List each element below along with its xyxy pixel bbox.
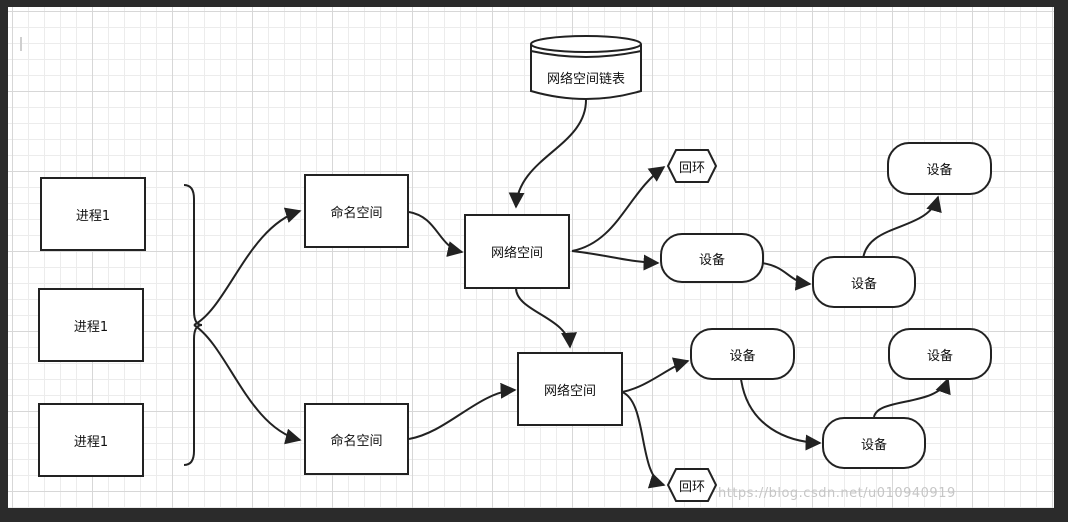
- edge-db-net: [508, 99, 587, 209]
- netspace-box-top[interactable]: 网络空间: [464, 214, 570, 289]
- watermark-text: https://blog.csdn.net/u010940919: [718, 486, 956, 501]
- edge-brace-ns-top: [193, 207, 302, 326]
- db-label[interactable]: 网络空间链表: [534, 65, 638, 89]
- edge-net-dev1: [571, 250, 660, 271]
- connector-layer: [183, 35, 951, 502]
- edge-dev1-dev2: [761, 262, 812, 291]
- device-label: 设备: [698, 252, 725, 268]
- device-label: 设备: [926, 348, 953, 364]
- process-label: 进程1: [73, 434, 109, 450]
- edge-ns-net-bottom: [408, 382, 517, 440]
- process-box-1[interactable]: 进程1: [40, 177, 146, 251]
- db-label-text: 网络空间链表: [546, 71, 625, 87]
- namespace-label: 命名空间: [330, 433, 383, 449]
- text-cursor: [20, 37, 22, 51]
- namespace-box-bottom[interactable]: 命名空间: [304, 403, 409, 475]
- edge-net-loop-bottom: [621, 391, 666, 489]
- process-label: 进程1: [75, 208, 111, 224]
- edge-ns-net-top: [408, 211, 464, 257]
- edge-brace-ns-bottom: [193, 324, 302, 445]
- edge-net-dev4: [621, 357, 690, 393]
- database-shape: [530, 35, 642, 100]
- device-node-5[interactable]: 设备: [822, 417, 926, 469]
- device-label: 设备: [860, 437, 887, 453]
- process-label: 进程1: [73, 319, 109, 335]
- edge-dev4-dev5: [740, 378, 822, 451]
- brace: [183, 184, 203, 466]
- loopback-label: 回环: [678, 160, 705, 176]
- diagram-canvas: 进程1 进程1 进程1 命名空间 命名空间 网络空间 网络空间 网络空间链表 回…: [8, 7, 1054, 508]
- device-node-4[interactable]: 设备: [690, 328, 795, 380]
- loopback-bottom[interactable]: 回环: [668, 471, 716, 499]
- device-node-2[interactable]: 设备: [812, 256, 916, 308]
- device-node-6[interactable]: 设备: [888, 328, 992, 380]
- loopback-hex-bottom: [666, 468, 718, 502]
- loopback-hex-top: [666, 149, 718, 183]
- edge-dev5-dev6: [873, 377, 951, 418]
- edge-net-loop-top: [571, 166, 666, 252]
- process-box-2[interactable]: 进程1: [38, 288, 144, 362]
- loopback-label: 回环: [678, 479, 705, 495]
- edge-net-net: [515, 287, 577, 349]
- device-node-1[interactable]: 设备: [660, 233, 764, 283]
- netspace-box-bottom[interactable]: 网络空间: [517, 352, 623, 426]
- netspace-label: 网络空间: [543, 383, 596, 399]
- netspace-label: 网络空间: [490, 246, 543, 261]
- device-label: 设备: [926, 163, 953, 178]
- process-box-3[interactable]: 进程1: [38, 403, 144, 477]
- namespace-label: 命名空间: [330, 205, 383, 221]
- loopback-top[interactable]: 回环: [668, 152, 716, 180]
- namespace-box-top[interactable]: 命名空间: [304, 174, 409, 248]
- device-label: 设备: [729, 348, 756, 364]
- device-node-3[interactable]: 设备: [887, 142, 992, 195]
- edge-dev2-dev3: [862, 195, 942, 260]
- device-label: 设备: [850, 276, 877, 292]
